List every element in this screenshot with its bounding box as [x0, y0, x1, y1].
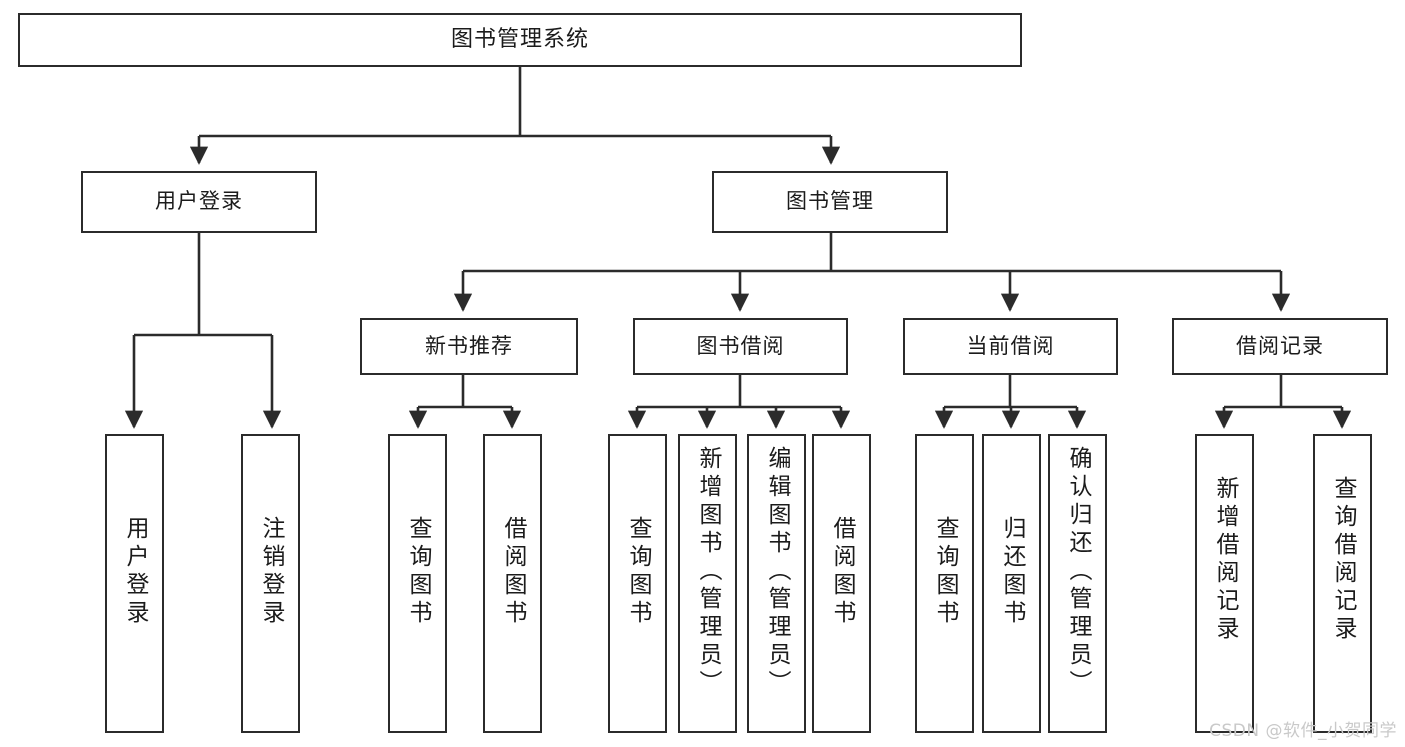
node-book-management[interactable]: 图书管理 — [712, 171, 948, 233]
leaf-return-book[interactable]: 归还图书 — [982, 434, 1041, 733]
node-label: 编辑图书（管理员） — [764, 446, 790, 698]
node-book-borrow[interactable]: 图书借阅 — [633, 318, 848, 375]
node-label: 图书借阅 — [696, 333, 785, 358]
node-label: 图书管理系统 — [450, 26, 589, 52]
node-label: 用户登录 — [155, 189, 243, 214]
leaf-user-login[interactable]: 用户登录 — [105, 434, 164, 733]
node-label: 当前借阅 — [966, 333, 1055, 358]
node-label: 借阅图书 — [829, 516, 855, 628]
node-borrow-record[interactable]: 借阅记录 — [1172, 318, 1388, 375]
node-label: 图书管理 — [786, 189, 874, 214]
node-label: 注销登录 — [258, 516, 284, 628]
leaf-query-book-new[interactable]: 查询图书 — [388, 434, 447, 733]
node-label: 归还图书 — [999, 516, 1025, 628]
node-label: 新增图书（管理员） — [695, 446, 721, 698]
node-label: 新增借阅记录 — [1212, 476, 1238, 644]
leaf-add-book-admin[interactable]: 新增图书（管理员） — [678, 434, 737, 733]
node-new-book-recommend[interactable]: 新书推荐 — [360, 318, 578, 375]
leaf-confirm-return-admin[interactable]: 确认归还（管理员） — [1048, 434, 1107, 733]
node-label: 新书推荐 — [425, 333, 513, 358]
node-label: 确认归还（管理员） — [1065, 446, 1091, 698]
node-label: 用户登录 — [122, 516, 148, 628]
watermark: CSDN @软件_小贺同学 — [1209, 721, 1397, 741]
leaf-edit-book-admin[interactable]: 编辑图书（管理员） — [747, 434, 806, 733]
node-label: 查询图书 — [625, 516, 651, 628]
leaf-query-borrow-record[interactable]: 查询借阅记录 — [1313, 434, 1372, 733]
node-current-borrow[interactable]: 当前借阅 — [903, 318, 1118, 375]
node-user-login[interactable]: 用户登录 — [81, 171, 317, 233]
node-label: 查询借阅记录 — [1330, 476, 1356, 644]
leaf-logout[interactable]: 注销登录 — [241, 434, 300, 733]
leaf-query-book-borrow[interactable]: 查询图书 — [608, 434, 667, 733]
node-label: 借阅记录 — [1236, 333, 1324, 358]
node-label: 查询图书 — [932, 516, 958, 628]
leaf-borrow-book-new[interactable]: 借阅图书 — [483, 434, 542, 733]
leaf-add-borrow-record[interactable]: 新增借阅记录 — [1195, 434, 1254, 733]
node-label: 借阅图书 — [500, 516, 526, 628]
leaf-query-book-current[interactable]: 查询图书 — [915, 434, 974, 733]
leaf-borrow-book[interactable]: 借阅图书 — [812, 434, 871, 733]
node-root-book-management-system[interactable]: 图书管理系统 — [18, 13, 1022, 67]
node-label: 查询图书 — [405, 516, 431, 628]
